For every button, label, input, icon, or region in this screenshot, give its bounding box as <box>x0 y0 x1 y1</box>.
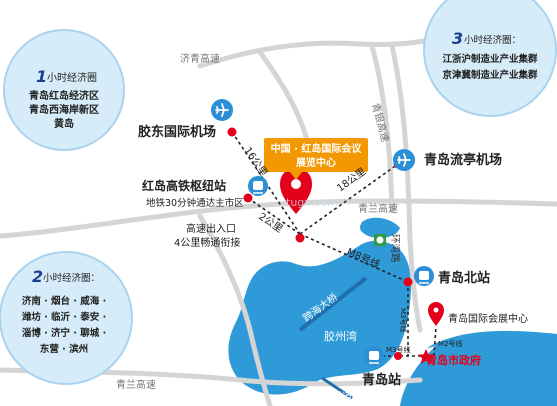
qinglan-highway-bottom-label: 青兰高速 <box>116 378 156 391</box>
jiqing-highway-road <box>197 35 443 69</box>
venue-callout-line1: 中国 · 红岛国际会议 <box>271 142 363 155</box>
circle-2-line-1: 济南 · 烟台 · 威海 · <box>22 295 106 307</box>
venue-callout-pointer <box>290 172 302 180</box>
huanwan-road-label: 环湾路 <box>389 234 401 263</box>
hongdao-station-label: 红岛高铁枢纽站 <box>142 178 226 193</box>
circle-1-line-1: 青岛红岛经济区 <box>29 89 99 102</box>
qinglan-highway-label: 青兰高速 <box>358 202 398 215</box>
qingyin-highway-road <box>369 43 395 213</box>
circle-3-line-2: 京津冀制造业产业集群 <box>442 69 538 81</box>
circle-2-line-4: 东营 · 滨州 <box>40 343 88 355</box>
jiaodong-airplane-icon <box>211 99 233 121</box>
jiaodong-dot <box>227 127 237 137</box>
jiaozhou-bay-label: 胶州湾 <box>324 329 357 343</box>
liuting-airplane-icon <box>393 149 415 171</box>
circle-2-bubble <box>0 251 133 385</box>
route-m8 <box>299 233 409 283</box>
circle-2-title: 小时经济圈： <box>43 272 100 284</box>
expo-marker-hole <box>433 307 439 313</box>
qingdao-station-train-icon <box>364 346 384 366</box>
cross-sea-bridge <box>298 276 368 332</box>
metro-icon <box>374 234 386 246</box>
venue-callout-box <box>264 138 368 172</box>
metro-m3-short-label: M3号线 <box>386 345 411 354</box>
highway-exit-dot <box>295 233 305 243</box>
highway-exit-label-line2: 4公里畅通衔接 <box>174 236 240 249</box>
expo-marker-icon <box>428 302 444 326</box>
circle-1-title: 小时经济圈 <box>47 71 97 84</box>
circle-3-title: 小时经济圈： <box>464 34 521 46</box>
qingdao-station-dot <box>394 352 402 360</box>
venue-marker-hole <box>291 179 301 189</box>
distance-to-highway: 2公里 <box>256 211 285 236</box>
city-gov-label: 青岛市政府 <box>426 353 481 367</box>
circle-1-line-3: 黄岛 <box>54 117 74 130</box>
west-coast-road <box>197 213 273 406</box>
hongdao-train-icon <box>248 176 268 196</box>
metro-m2-label: M2号线 <box>438 339 463 348</box>
coast-land <box>352 346 436 406</box>
circle-1-number: 1 <box>36 67 47 86</box>
lake-water <box>360 217 400 238</box>
circle-3-bubble <box>423 0 557 117</box>
route-to-liuting <box>299 163 399 235</box>
undersea-tunnel-line <box>321 376 353 400</box>
metro-m3-label: M3号线 <box>399 308 408 333</box>
jiqing-highway-label: 济青高速 <box>180 52 220 65</box>
qingdao-station-label: 青岛站 <box>362 372 401 388</box>
circle-2-line-3: 淄博 · 济宁 · 聊城 · <box>22 327 106 339</box>
qingyin-highway-road-2 <box>389 43 423 333</box>
watermark: tugx.com <box>286 196 338 209</box>
circle-3-line-1: 江浙沪制造业产业集群 <box>442 53 538 65</box>
city-gov-star-icon <box>418 349 434 364</box>
route-m2 <box>433 325 437 357</box>
qingdao-north-train-icon <box>414 266 434 286</box>
circle-1-bubble <box>3 29 125 151</box>
highway-exit-label-line1: 高速出入口 <box>186 222 236 235</box>
hongdao-metro-note: 地铁30分钟通达主市区 <box>146 197 244 209</box>
qingdao-north-label: 青岛北站 <box>438 270 490 286</box>
circle-2-line-2: 潍坊 · 临沂 · 泰安 · <box>22 311 106 323</box>
qingdao-north-dot <box>403 277 413 287</box>
qingyin-highway-label: 青银高速 <box>369 101 392 143</box>
circle-3-number: 3 <box>452 29 463 48</box>
jiaodong-airport-label: 胶东国际机场 <box>138 124 216 140</box>
circle-2-number: 2 <box>32 267 43 286</box>
north-road <box>257 49 313 153</box>
circle-1-line-2: 青岛西海岸新区 <box>29 103 99 116</box>
liuting-airport-label: 青岛流亭机场 <box>424 152 502 168</box>
sea-water-right <box>395 330 557 406</box>
undersea-tunnel-label: 海底隧道 <box>312 390 352 403</box>
venue-callout-line2: 展览中心 <box>296 156 336 169</box>
venue-marker-icon <box>280 168 312 214</box>
expo-center-label: 青岛国际会展中心 <box>448 312 528 325</box>
route-to-hongdao-station <box>247 197 301 235</box>
hongdao-station-dot <box>243 193 253 203</box>
